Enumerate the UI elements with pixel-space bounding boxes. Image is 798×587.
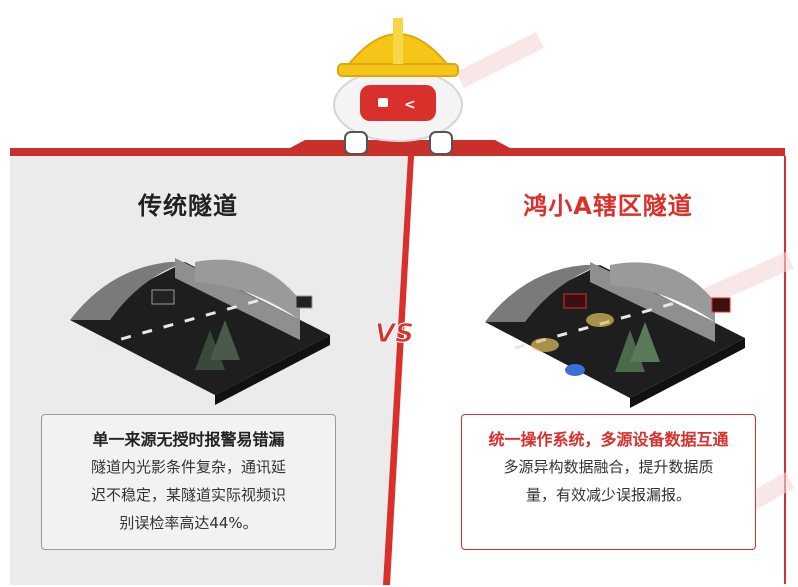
right-card-heading: 统一操作系统，多源设备数据互通 xyxy=(488,430,729,449)
tunnel-illustration-icon xyxy=(485,262,745,408)
robot-mascot-icon: < xyxy=(333,18,463,155)
right-card-line: 多源异构数据融合，提升数据质 xyxy=(503,458,714,476)
svg-text:<: < xyxy=(404,97,416,113)
right-description-card: 统一操作系统，多源设备数据互通 多源异构数据融合，提升数据质 量，有效减少误报漏… xyxy=(461,414,756,550)
left-card-line: 隧道内光影条件复杂，通讯延 xyxy=(90,458,286,476)
left-card-heading: 单一来源无授时报警易错漏 xyxy=(92,430,285,449)
left-card-line: 别误检率高达44%。 xyxy=(119,514,258,532)
left-card-line: 迟不稳定，某隧道实际视频识 xyxy=(90,486,286,504)
tunnel-illustration-icon xyxy=(70,258,330,405)
top-accent-bar xyxy=(10,140,785,156)
right-panel-title: 鸿小A辖区隧道 xyxy=(523,192,693,220)
right-card-line: 量，有效减少误报漏报。 xyxy=(525,486,691,504)
left-description-card: 单一来源无授时报警易错漏 隧道内光影条件复杂，通讯延 迟不稳定，某隧道实际视频识… xyxy=(41,414,336,550)
vs-mark: VS xyxy=(375,319,414,349)
left-panel-title: 传统隧道 xyxy=(138,192,238,220)
divider-stripe xyxy=(383,156,414,585)
